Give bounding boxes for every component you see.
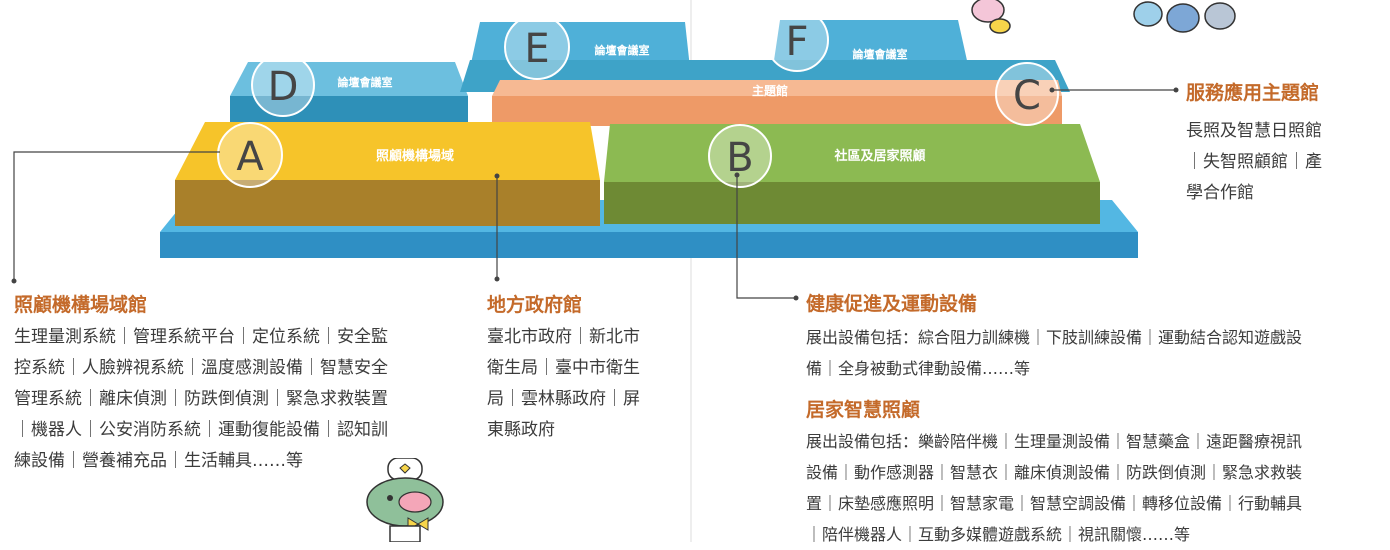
svg-text:C: C — [1013, 73, 1041, 119]
room-d-label: 論壇會議室 — [338, 75, 393, 89]
room-e-label: 論壇會議室 — [595, 43, 650, 57]
home-care-line: 展出設備包括：樂齡陪伴機｜生理量測設備｜智慧藥盒｜遠距醫療視訊 — [806, 432, 1303, 451]
leader-lines — [13, 89, 1175, 299]
svg-text:A: A — [236, 134, 264, 180]
care-facility-line: ｜機器人｜公安消防系統｜運動復能設備｜認知訓 — [14, 420, 388, 440]
home-care-body: 展出設備包括：樂齡陪伴機｜生理量測設備｜智慧藥盒｜遠距醫療視訊 設備｜動作感測器… — [806, 426, 1390, 550]
theme-hall-label: 主題館 — [752, 83, 788, 98]
local-gov-line: 東縣政府 — [487, 420, 555, 440]
service-line: 學合作館 — [1186, 183, 1254, 203]
zone-b-map-label: 社區及居家照顧 — [833, 148, 925, 164]
room-f-label: 論壇會議室 — [853, 47, 908, 61]
marker-b: B — [708, 124, 772, 188]
health-line: 展出設備包括：綜合阻力訓練機｜下肢訓練設備｜運動結合認知遊戲設 — [806, 328, 1303, 347]
health-body: 展出設備包括：綜合阻力訓練機｜下肢訓練設備｜運動結合認知遊戲設 備｜全身被動式律… — [806, 322, 1390, 384]
local-gov-line: 衛生局｜臺中市衛生 — [487, 358, 640, 378]
home-care-title: 居家智慧照顧 — [806, 399, 921, 421]
marker-d: D — [251, 53, 315, 117]
home-care-line: 置｜床墊感應照明｜智慧家電｜智慧空調設備｜轉移位設備｜行動輔具 — [806, 494, 1303, 513]
service-line: ｜失智照顧館｜產 — [1186, 152, 1322, 172]
svg-text:F: F — [785, 19, 808, 65]
care-facility-line: 控系統｜人臉辨視系統｜溫度感測設備｜智慧安全 — [14, 358, 388, 378]
health-title: 健康促進及運動設備 — [806, 293, 978, 315]
svg-text:E: E — [524, 26, 549, 72]
care-facility-line: 生理量測系統｜管理系統平台｜定位系統｜安全監 — [14, 327, 388, 347]
service-line: 長照及智慧日照館 — [1186, 121, 1322, 141]
svg-text:D: D — [268, 64, 299, 110]
room-e — [470, 22, 690, 68]
service-title: 服務應用主題館 — [1186, 82, 1320, 104]
svg-text:B: B — [726, 135, 753, 181]
home-care-line: ｜陪伴機器人｜互動多媒體遊戲系統｜視訊關懷……等 — [806, 525, 1191, 544]
leader-line-b — [736, 175, 795, 299]
mascot-top-icon — [971, 0, 1011, 34]
local-gov-title: 地方政府館 — [487, 294, 583, 316]
marker-e: E — [504, 14, 570, 80]
local-gov-line: 局｜雲林縣政府｜屏 — [487, 389, 640, 409]
marker-f: F — [765, 8, 829, 72]
home-care-line: 設備｜動作感測器｜智慧衣｜離床偵測設備｜防跌倒偵測｜緊急求救裝 — [806, 463, 1303, 482]
leader-line-a — [13, 151, 220, 280]
care-facility-title: 照顧機構場域館 — [14, 294, 148, 316]
zone-a-map-label: 照顧機構場域 — [376, 148, 454, 164]
page-fold-line — [690, 0, 692, 542]
care-facility-body: 生理量測系統｜管理系統平台｜定位系統｜安全監 控系統｜人臉辨視系統｜溫度感測設備… — [14, 322, 434, 477]
leader-dots — [11, 87, 1179, 301]
zone-b-block: 社區及居家照顧 — [604, 124, 1100, 224]
mascot-nurse-icon — [366, 458, 444, 542]
theme-hall: 主題館 — [492, 80, 1062, 126]
care-facility-line: 管理系統｜離床偵測｜防跌倒偵測｜緊急求救裝置 — [14, 389, 388, 409]
local-gov-line: 臺北市政府｜新北市 — [487, 327, 640, 347]
local-gov-body: 臺北市政府｜新北市 衛生局｜臺中市衛生 局｜雲林縣政府｜屏 東縣政府 — [487, 322, 677, 446]
health-line: 備｜全身被動式律動設備……等 — [806, 359, 1031, 378]
marker-a: A — [217, 122, 283, 188]
care-facility-line: 練設備｜營養補充品｜生活輔具……等 — [14, 451, 303, 471]
mascot-group-icon — [1133, 1, 1236, 33]
service-body: 長照及智慧日照館 ｜失智照顧館｜產 學合作館 — [1186, 116, 1366, 209]
marker-c: C — [995, 62, 1059, 126]
